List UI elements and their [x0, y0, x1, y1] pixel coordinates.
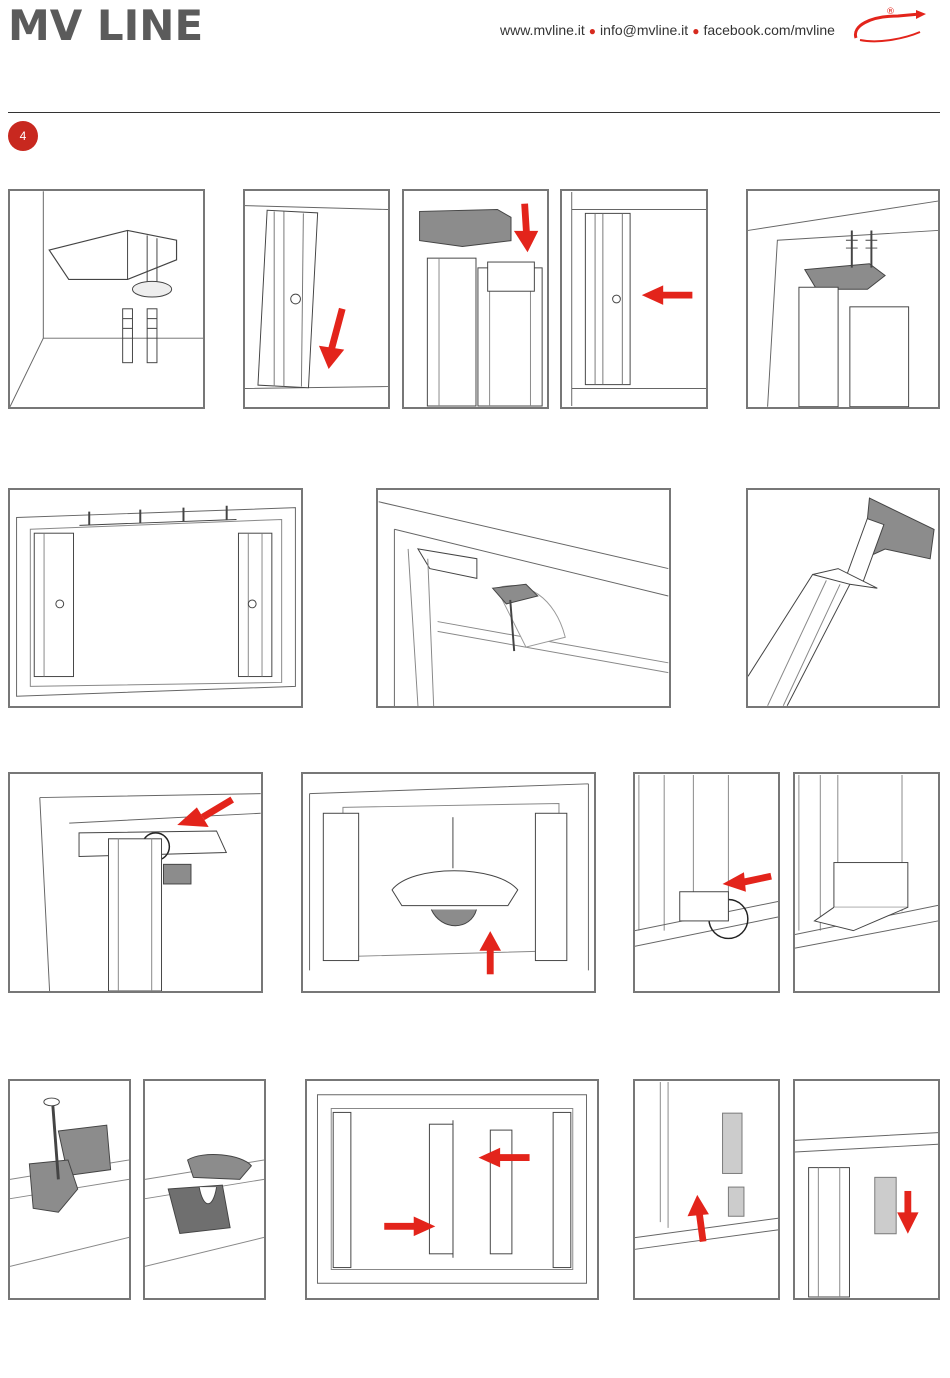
- illustration-tension-pin-detail: [376, 488, 671, 708]
- illustration-adhesive-strip-up: [633, 1079, 780, 1300]
- registered-mark: ®: [886, 7, 895, 17]
- bottom-cap-fitted-drawing: [795, 774, 938, 991]
- step-badge: 4: [8, 121, 38, 151]
- illustration-adhesive-strip-down: [793, 1079, 940, 1300]
- full-frame-drawing: [10, 490, 301, 706]
- separator-dot: ●: [692, 24, 699, 38]
- bottom-cap-drawing: [635, 774, 778, 991]
- separator-dot: ●: [589, 24, 596, 38]
- bracket-drawing: [10, 191, 203, 407]
- illustration-sliding-panels: [305, 1079, 599, 1300]
- illustration-block-seated: [143, 1079, 266, 1300]
- header-divider: [8, 112, 940, 113]
- illustration-bracket-screw-top: [746, 189, 940, 409]
- center-weight-drawing: [303, 774, 594, 991]
- illustration-corner-detail-arrow: [8, 772, 263, 993]
- illustration-wall-bracket-plugs: [8, 189, 205, 409]
- brand-logo: MV LINE: [8, 4, 203, 48]
- illustration-bottom-cap-arrow: [633, 772, 780, 993]
- corner-detail-drawing: [10, 774, 261, 991]
- frame-push-drawing: [562, 191, 706, 407]
- sliding-panels-drawing: [307, 1081, 597, 1298]
- bracket-screw-drawing: [748, 191, 938, 407]
- top-cap-drawing: [404, 191, 547, 407]
- screw-block-drawing: [10, 1081, 129, 1298]
- frame-insert-drawing: [245, 191, 388, 407]
- illustration-insert-frame-down: [243, 189, 390, 409]
- illustration-center-weight-lift: [301, 772, 596, 993]
- illustration-bottom-cap-fitted: [793, 772, 940, 993]
- illustration-full-frame-installed: [8, 488, 303, 708]
- contact-line: www.mvline.it ● info@mvline.it ● facebook.co…: [500, 22, 835, 38]
- adhesive-down-drawing: [795, 1081, 938, 1298]
- illustration-screw-block: [8, 1079, 131, 1300]
- brand-swoosh-icon: ®: [850, 2, 930, 46]
- email-link[interactable]: info@mvline.it: [600, 22, 688, 38]
- website-link[interactable]: www.mvline.it: [500, 22, 585, 38]
- illustration-top-cap-insert: [402, 189, 549, 409]
- facebook-link[interactable]: facebook.com/mvline: [703, 22, 835, 38]
- block-seated-drawing: [145, 1081, 264, 1298]
- tension-pin-drawing: [378, 490, 669, 706]
- adhesive-up-drawing: [635, 1081, 778, 1298]
- illustration-frame-push-left: [560, 189, 708, 409]
- cap-snap-drawing: [748, 490, 938, 706]
- illustration-cap-snap-profile: [746, 488, 940, 708]
